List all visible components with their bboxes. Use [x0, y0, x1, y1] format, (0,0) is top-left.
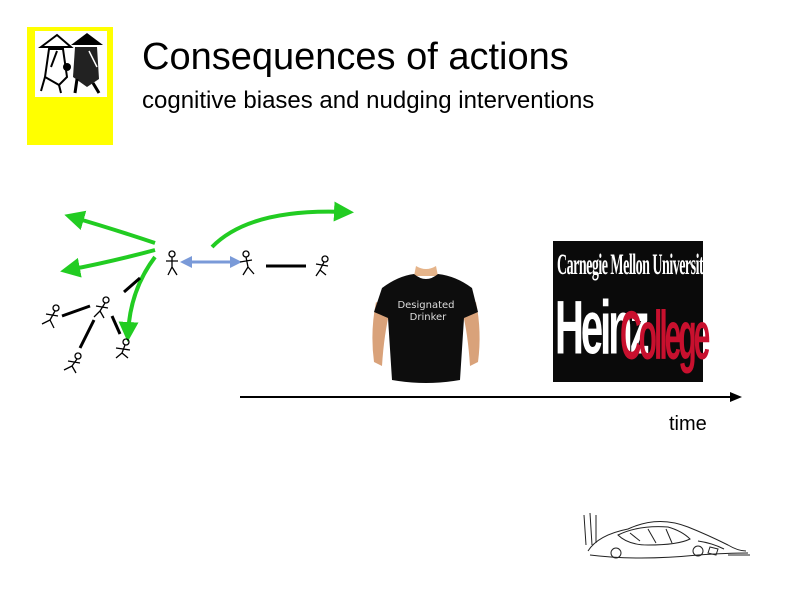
consequence-diagram [41, 201, 354, 374]
green-arrow-left [60, 248, 156, 278]
green-arrow-upper-right [210, 201, 354, 249]
stick-figure [41, 304, 60, 329]
slide-title: Consequences of actions [142, 36, 569, 78]
heinz-wordmark: Heinz [555, 287, 650, 371]
stick-figure [166, 250, 178, 276]
crashed-car-sketch-icon [583, 512, 750, 559]
spy-logo [27, 27, 113, 145]
shirt-text-line1: Designated [397, 300, 454, 311]
time-label: time [669, 413, 707, 435]
connector-line [61, 304, 91, 318]
green-arrow-upper-left [64, 210, 156, 245]
stick-figure [63, 352, 82, 374]
stick-figure [239, 250, 255, 276]
college-wordmark: College [620, 299, 710, 375]
connector-line [78, 319, 96, 349]
designated-drinker-shirt-image: Designated Drinker [368, 262, 484, 384]
stick-figure [93, 296, 110, 319]
spy-vs-spy-icon [35, 31, 107, 97]
shirt-text-line2: Drinker [410, 312, 448, 323]
stick-figure [115, 338, 131, 359]
green-arrow-down [118, 255, 157, 342]
connector-line [123, 276, 141, 294]
slide-subtitle: cognitive biases and nudging interventio… [142, 87, 595, 114]
heinz-college-logo: Carnegie Mellon University Heinz College [553, 241, 710, 382]
connector-line [110, 315, 122, 335]
cmu-wordmark: Carnegie Mellon University [557, 251, 710, 283]
stick-figure [315, 255, 329, 277]
timeline-arrow [240, 392, 742, 402]
tshirt-icon: Designated Drinker [372, 266, 480, 383]
